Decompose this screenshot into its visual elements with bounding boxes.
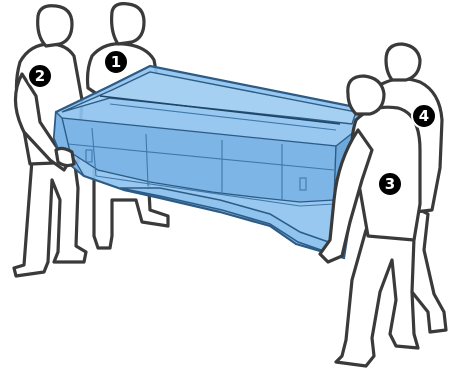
person-2-head — [38, 6, 72, 46]
badge-2-label: 2 — [35, 67, 45, 85]
person-1-head — [112, 4, 144, 44]
badge-1: 1 — [104, 50, 128, 74]
person-4-head — [386, 44, 420, 80]
badge-3: 3 — [378, 172, 402, 196]
badge-2: 2 — [28, 64, 52, 88]
person-2-hand — [56, 148, 74, 165]
badge-4: 4 — [412, 104, 436, 128]
badge-1-label: 1 — [111, 53, 121, 71]
person-3-legs — [336, 230, 418, 366]
badge-4-label: 4 — [419, 107, 429, 125]
person-2-legs — [14, 158, 86, 276]
person-3-head — [348, 76, 384, 114]
badge-3-label: 3 — [385, 175, 395, 193]
